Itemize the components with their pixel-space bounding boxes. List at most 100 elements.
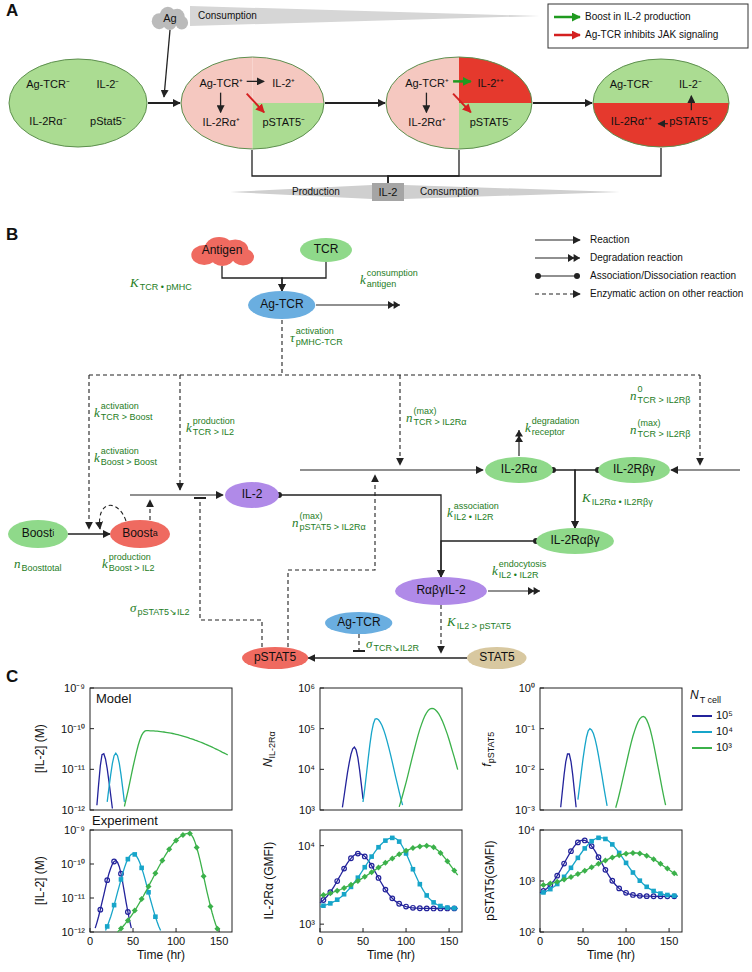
data-marker — [631, 893, 636, 898]
tick-label: 0 — [317, 935, 323, 947]
data-marker — [444, 858, 450, 864]
data-marker — [349, 856, 354, 861]
data-marker — [424, 893, 429, 898]
drawing-part — [160, 7, 176, 25]
cloud-shape: Antigen — [190, 236, 255, 266]
tick-mark — [540, 928, 541, 932]
tick-label: 10⁵ — [298, 723, 315, 735]
parameter-subscript: IL2Rα • IL2Rβγ — [592, 498, 653, 508]
data-marker — [445, 905, 450, 910]
data-marker — [132, 908, 138, 914]
parameter-superscript: production — [109, 553, 151, 563]
consumption-wedge — [190, 6, 540, 26]
species-node: STAT5 — [467, 647, 527, 669]
cell-ellipse — [385, 56, 533, 150]
tick-mark — [320, 845, 324, 846]
drawing-part — [488, 590, 540, 591]
tick-label: 0 — [537, 935, 543, 947]
drawing-part — [485, 457, 553, 483]
data-marker — [403, 848, 409, 854]
tick-mark — [540, 932, 544, 933]
drawing-part — [385, 56, 533, 150]
quadrant-text: IL-2⁻ — [97, 78, 120, 90]
node-text: Ag-TCR — [260, 298, 303, 311]
parameter-superscript: production — [193, 417, 235, 427]
data-marker — [139, 896, 145, 902]
legend-sample — [692, 747, 712, 749]
data-marker — [603, 868, 608, 873]
drawing-part — [242, 647, 308, 669]
tick-label: 50 — [127, 935, 139, 947]
data-marker — [356, 851, 361, 856]
data-marker — [112, 859, 117, 864]
tick-mark — [540, 728, 544, 729]
data-marker — [214, 926, 220, 932]
parameter-subscript: TCR > IL2Rβ — [638, 396, 691, 406]
data-marker — [672, 893, 677, 898]
data-marker — [152, 870, 158, 876]
signal-arrow — [691, 96, 692, 110]
node-text: Ag — [163, 12, 176, 24]
data-marker — [98, 907, 103, 912]
data-marker — [180, 832, 186, 838]
connector — [282, 262, 326, 291]
data-marker — [562, 861, 567, 866]
data-marker — [651, 856, 657, 862]
parameter-subscript: TCR > IL2 — [193, 428, 234, 438]
plot-frame — [90, 830, 232, 932]
tick-label: 10⁻¹¹ — [61, 763, 85, 775]
data-curve — [561, 754, 576, 807]
signal-arrow — [247, 81, 264, 82]
tick-label: 10³ — [519, 875, 535, 887]
tick-mark — [320, 928, 321, 932]
data-marker — [665, 893, 670, 898]
data-marker — [397, 901, 402, 906]
data-marker — [438, 904, 443, 909]
parameter-superscript: (max) — [414, 407, 437, 417]
quadrant-text: Ag-TCR⁺ — [405, 77, 449, 89]
signal-arrow — [658, 123, 668, 124]
legend-text: 10⁴ — [716, 725, 733, 737]
tick-mark — [449, 928, 450, 932]
species-node: IL-2Rαβγ — [536, 528, 614, 554]
data-marker — [146, 883, 152, 889]
legend-text: Association/Dissociation reaction — [590, 270, 736, 281]
tick-mark — [90, 810, 94, 811]
plot-frame — [90, 688, 232, 810]
data-curve — [320, 838, 458, 908]
drawing-part — [386, 57, 532, 149]
parameter-superscript: 0 — [638, 385, 643, 395]
connector — [222, 266, 282, 291]
data-marker — [327, 890, 333, 896]
parameter-symbol: n — [630, 422, 637, 438]
data-marker — [348, 882, 354, 888]
parameter-subscript: TCR > IL2Rβ — [638, 430, 691, 440]
axis-title-text: N — [261, 758, 275, 767]
connector — [279, 495, 441, 577]
data-marker — [609, 855, 615, 861]
legend-text: Ag-TCR inhibits JAK signaling — [585, 29, 718, 40]
data-marker — [452, 906, 457, 911]
data-curve — [124, 731, 227, 807]
data-marker — [376, 845, 381, 850]
node-text: pSTAT5 — [254, 651, 296, 664]
tick-mark — [669, 928, 670, 932]
data-marker — [411, 905, 416, 910]
data-marker — [644, 894, 649, 899]
axis-title: [IL-2] (M) — [33, 725, 46, 774]
data-marker — [383, 838, 388, 843]
data-marker — [105, 924, 110, 929]
axis-title: Time (hr) — [367, 949, 415, 962]
tick-label: 100 — [617, 935, 635, 947]
parameter-subscript: Boost > Boost — [101, 458, 157, 468]
data-marker — [555, 873, 560, 878]
data-marker — [404, 904, 409, 909]
quadrant-text: IL-2Rα⁺⁺ — [611, 115, 652, 127]
subscript-text: i — [52, 529, 54, 539]
data-marker — [589, 864, 595, 870]
data-marker — [410, 845, 416, 851]
tick-label: 10⁻⁹ — [64, 682, 85, 694]
data-marker — [610, 878, 615, 883]
data-marker — [194, 844, 200, 850]
data-marker — [631, 870, 636, 875]
